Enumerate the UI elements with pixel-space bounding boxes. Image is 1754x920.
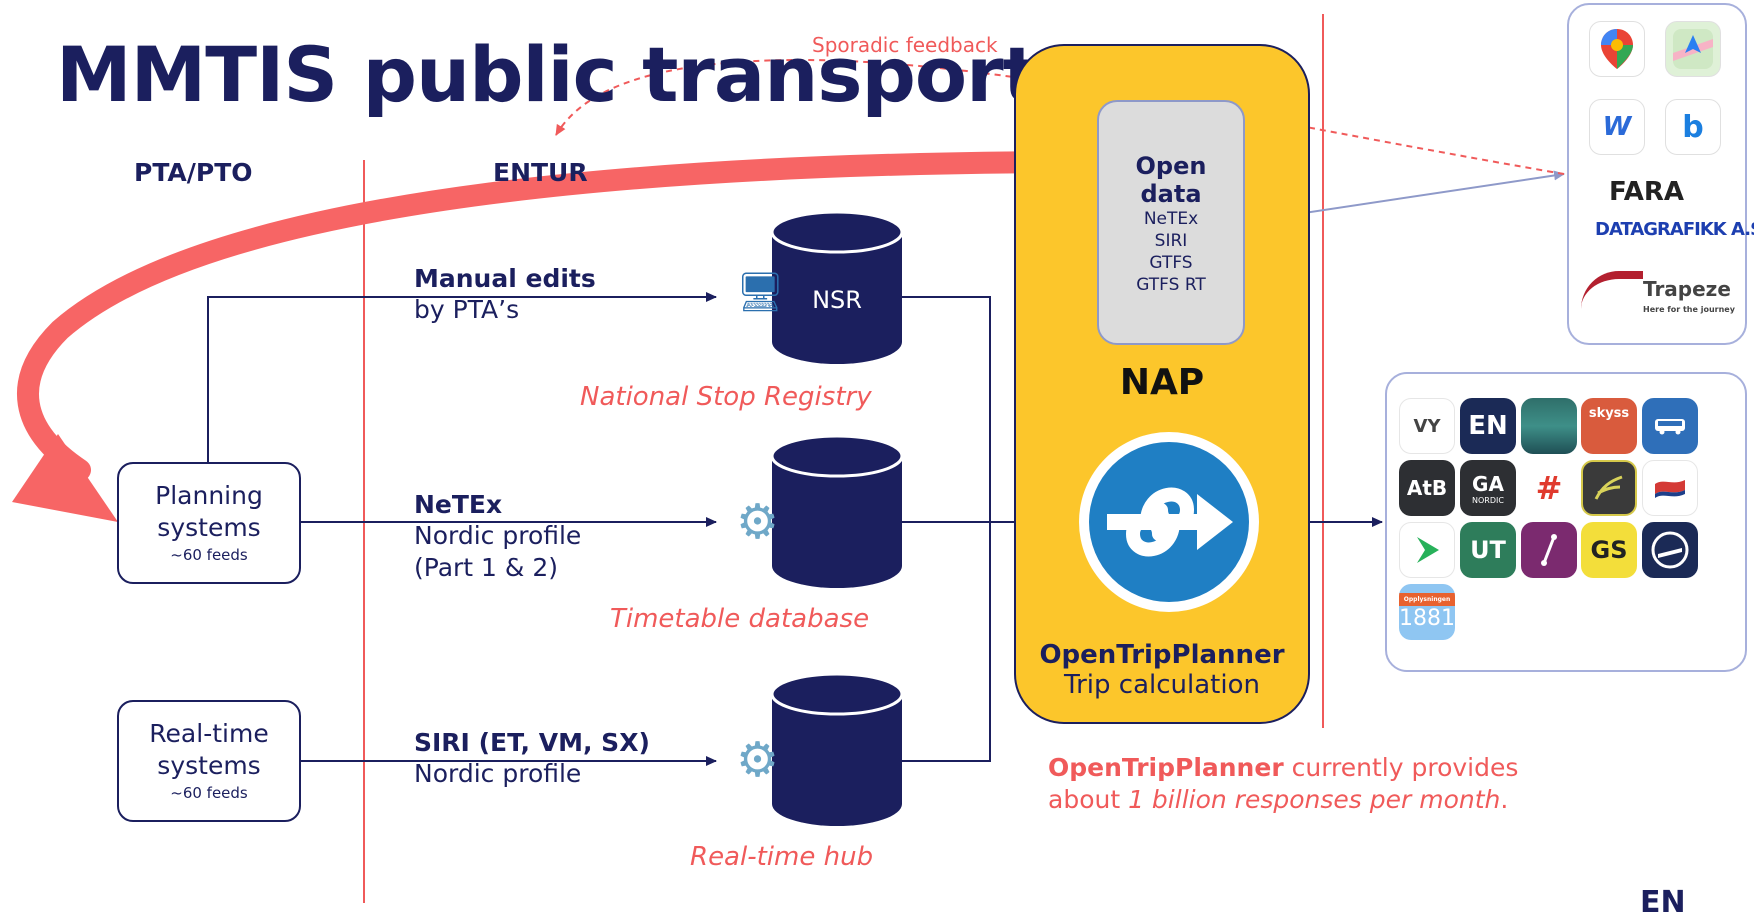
opentripplanner-logo bbox=[1079, 432, 1259, 612]
column-header-pta-pto: PTA/PTO bbox=[134, 158, 253, 187]
gs-app-icon: GS bbox=[1581, 522, 1637, 578]
open-data-format-3: GTFS bbox=[1149, 253, 1193, 273]
planning-title-line1: Planning bbox=[155, 481, 263, 510]
opplysningen-bar: Opplysningen bbox=[1399, 593, 1455, 606]
flag-app-icon bbox=[1642, 460, 1698, 516]
manual-edits-text: by PTA’s bbox=[414, 295, 520, 324]
realtime-hub-database bbox=[770, 672, 904, 826]
realtime-title-line1: Real-time bbox=[149, 719, 269, 748]
ut-app-icon: UT bbox=[1460, 522, 1516, 578]
open-data-format-1: NeTEx bbox=[1143, 209, 1199, 229]
otp-name: OpenTripPlanner bbox=[1039, 640, 1285, 670]
note-text2-post: . bbox=[1500, 785, 1509, 814]
bus-app-icon bbox=[1642, 398, 1698, 454]
planning-title-line2: systems bbox=[157, 513, 261, 542]
gear-icon: ⚙ bbox=[736, 494, 780, 550]
skyss-app-icon: skyss bbox=[1581, 398, 1637, 454]
route-app-icon bbox=[1521, 522, 1577, 578]
manual-edits-bold: Manual edits bbox=[414, 264, 596, 293]
realtime-feeds: ~60 feeds bbox=[170, 784, 248, 802]
otp-label: OpenTripPlanner Trip calculation bbox=[1014, 640, 1310, 700]
trapeze-logo: Trapeze bbox=[1643, 277, 1731, 301]
trapeze-swoosh bbox=[1581, 271, 1643, 309]
planning-systems-box: Planning systems ~60 feeds bbox=[117, 462, 301, 584]
open-data-feedback-arc bbox=[17, 151, 1107, 481]
1881-text: 1881 bbox=[1399, 606, 1455, 631]
nsr-label: NSR bbox=[812, 286, 862, 314]
manual-edits-arrow bbox=[207, 292, 717, 462]
corner-brand-mark: EN bbox=[1640, 885, 1686, 920]
realtime-hub-caption: Real-time hub bbox=[690, 842, 874, 872]
third-party-apps-panel: W b FARA DATAGRAFIKK A.S Trapeze Here fo… bbox=[1567, 3, 1754, 345]
siri-text: Nordic profile bbox=[414, 759, 582, 788]
atb-app-icon: AtB bbox=[1399, 460, 1455, 516]
trapeze-tagline: Here for the journey bbox=[1643, 305, 1735, 314]
ga-app-icon: GA NORDIC bbox=[1460, 460, 1516, 516]
w-app-icon: W bbox=[1589, 99, 1645, 155]
ga-sub: NORDIC bbox=[1472, 495, 1504, 505]
otp-note: OpenTripPlanner currently provides about… bbox=[1048, 752, 1518, 816]
ga-main: GA bbox=[1472, 471, 1504, 496]
planning-feeds: ~60 feeds bbox=[170, 546, 248, 564]
netex-line1: Nordic profile bbox=[414, 521, 582, 550]
apple-maps-icon bbox=[1665, 21, 1721, 77]
gear-icon-realtime: ⚙ bbox=[736, 732, 780, 788]
column-header-entur: ENTUR bbox=[493, 158, 588, 187]
1881-app-icon: Opplysningen 1881 bbox=[1399, 584, 1455, 640]
open-data-feedback-arrowhead bbox=[12, 434, 118, 522]
datagrafikk-logo: DATAGRAFIKK A.S bbox=[1595, 219, 1754, 240]
siri-label: SIRI (ET, VM, SX) Nordic profile bbox=[414, 728, 650, 790]
bing-icon: b bbox=[1665, 99, 1721, 155]
manual-edits-label: Manual edits by PTA’s bbox=[414, 264, 596, 326]
timetable-caption: Timetable database bbox=[610, 604, 870, 634]
train-app-icon bbox=[1642, 522, 1698, 578]
play-app-icon bbox=[1399, 522, 1455, 578]
note-text2-em: 1 billion responses per month bbox=[1128, 785, 1501, 814]
netex-line2: (Part 1 & 2) bbox=[414, 553, 559, 582]
en-app-icon: EN bbox=[1460, 398, 1516, 454]
computer-icon: 🖥 bbox=[736, 270, 785, 314]
operator-apps-panel: VY EN skyss AtB GA NORDIC # UT GS Opplys… bbox=[1385, 372, 1747, 672]
open-data-box: Open data NeTEx SIRI GTFS GTFS RT bbox=[1097, 100, 1245, 345]
open-data-format-2: SIRI bbox=[1154, 231, 1188, 251]
nap-label: NAP bbox=[1119, 362, 1205, 403]
siri-bold: SIRI (ET, VM, SX) bbox=[414, 728, 650, 757]
feedback-label: Sporadic feedback bbox=[812, 33, 998, 57]
vy-app-icon: VY bbox=[1399, 398, 1455, 454]
note-text1: currently provides bbox=[1283, 753, 1519, 782]
hash-app-icon: # bbox=[1521, 460, 1577, 516]
horse-app-icon bbox=[1581, 460, 1637, 516]
timetable-database bbox=[770, 434, 904, 588]
open-data-heading-2: data bbox=[1140, 180, 1202, 208]
nsr-caption: National Stop Registry bbox=[580, 382, 872, 412]
nsr-database bbox=[770, 210, 904, 364]
fara-logo: FARA bbox=[1609, 177, 1685, 207]
realtime-systems-box: Real-time systems ~60 feeds bbox=[117, 700, 301, 822]
note-text2-pre: about bbox=[1048, 785, 1129, 814]
teal-app-icon bbox=[1521, 398, 1577, 454]
otp-desc: Trip calculation bbox=[1064, 670, 1260, 700]
realtime-title-line2: systems bbox=[157, 751, 261, 780]
google-maps-icon bbox=[1589, 21, 1645, 77]
feedback-dashed-arrow bbox=[555, 58, 1565, 175]
page-title: MMTIS public transport bbox=[56, 30, 1039, 119]
note-bold: OpenTripPlanner bbox=[1048, 753, 1284, 782]
db-output-bus bbox=[900, 296, 991, 762]
open-data-format-4: GTFS RT bbox=[1136, 275, 1206, 295]
netex-bold: NeTEx bbox=[414, 490, 503, 519]
open-data-heading-1: Open bbox=[1135, 152, 1207, 180]
netex-label: NeTEx Nordic profile (Part 1 & 2) bbox=[414, 490, 581, 584]
